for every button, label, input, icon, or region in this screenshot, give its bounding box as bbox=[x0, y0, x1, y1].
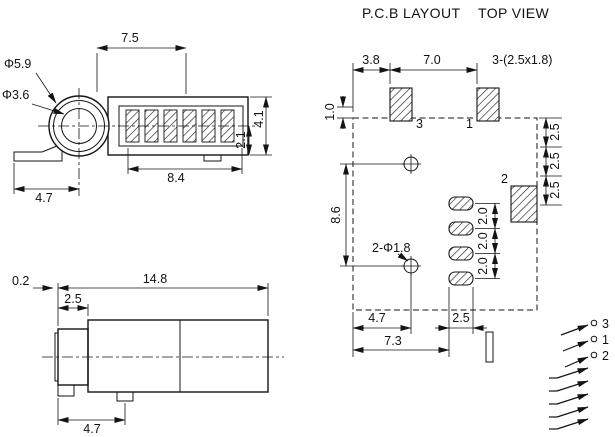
dim-hole-pitch: 8.6 bbox=[329, 206, 343, 223]
bottom-tab bbox=[203, 154, 222, 162]
dim-width-top: 7.5 bbox=[121, 31, 138, 45]
dim-dia-inner: Φ3.6 bbox=[2, 88, 29, 102]
dim-right-c: 2.5 bbox=[548, 181, 562, 198]
schematic-pin-3: 3 bbox=[602, 317, 609, 331]
pcb-dimension-lines bbox=[337, 63, 562, 357]
note-pad-size: 3-(2.5x1.8) bbox=[492, 53, 552, 67]
terminal-dot-3 bbox=[590, 319, 598, 327]
dim-height-body: 4.1 bbox=[252, 110, 266, 127]
dim-bottom-a: 4.7 bbox=[368, 311, 385, 325]
title-top-view: TOP VIEW bbox=[478, 5, 550, 21]
pad-label-2: 2 bbox=[501, 172, 508, 186]
dim-bottom-c: 7.3 bbox=[384, 334, 401, 348]
title: P.C.B LAYOUT TOP VIEW bbox=[362, 5, 550, 21]
side-view: 0.2 14.8 2.5 4.7 bbox=[12, 272, 284, 436]
jack-schematic: 3 1 2 bbox=[485, 317, 609, 430]
mounting-foot bbox=[13, 143, 63, 162]
side-foot bbox=[57, 384, 75, 397]
solder-pad-3 bbox=[389, 87, 413, 122]
dim-width-body: 8.4 bbox=[167, 171, 184, 185]
schematic-pin-1: 1 bbox=[602, 333, 609, 347]
pcb-layout-view: 3.8 7.0 3-(2.5x1.8) 1.0 8.6 2.5 2.5 2.5 … bbox=[323, 53, 562, 357]
dim-width-foot: 4.7 bbox=[35, 191, 52, 205]
front-view: 7.5 Φ5.9 Φ3.6 4.1 2.1 8.4 4.7 bbox=[2, 31, 272, 205]
side-bottom-tab bbox=[116, 391, 134, 402]
body-hatched-segments bbox=[125, 109, 235, 143]
side-body-outline bbox=[87, 319, 269, 393]
front-centerlines bbox=[38, 88, 258, 196]
dim-right-a: 2.5 bbox=[548, 123, 562, 140]
title-pcb-layout: P.C.B LAYOUT bbox=[362, 5, 460, 21]
pad-label-3: 3 bbox=[416, 117, 423, 131]
solder-pad-1 bbox=[476, 87, 500, 122]
dim-pitch-a: 2.0 bbox=[476, 207, 490, 224]
dim-lip: 0.2 bbox=[12, 274, 29, 288]
pad-label-1: 1 bbox=[466, 117, 473, 131]
front-dimension-lines bbox=[13, 45, 272, 194]
spring-contacts bbox=[549, 367, 589, 430]
dim-dia-outer: Φ5.9 bbox=[4, 57, 31, 71]
dim-bezel: 2.5 bbox=[64, 292, 81, 306]
dim-total-length: 14.8 bbox=[143, 272, 167, 286]
dim-height-inner: 2.1 bbox=[234, 131, 248, 148]
dim-pad-offset: 3.8 bbox=[362, 53, 379, 67]
switch-contact-pads bbox=[448, 196, 474, 286]
plug-barrel-symbol bbox=[485, 331, 494, 363]
terminal-dot-1 bbox=[590, 335, 598, 343]
solder-pad-2 bbox=[510, 185, 538, 223]
dim-pitch-c: 2.0 bbox=[476, 257, 490, 274]
dim-pitch-b: 2.0 bbox=[476, 232, 490, 249]
mounting-hole-bottom bbox=[401, 256, 421, 276]
dim-bottom-b: 2.5 bbox=[452, 311, 469, 325]
schematic-pin-2: 2 bbox=[602, 349, 609, 363]
dim-right-b: 2.5 bbox=[548, 152, 562, 169]
dim-foot-offset: 4.7 bbox=[83, 422, 100, 436]
side-dimension-lines bbox=[33, 283, 269, 425]
component-outline-dashed bbox=[352, 117, 538, 311]
dim-edge-offset: 1.0 bbox=[323, 103, 337, 120]
note-hole-size: 2-Φ1.8 bbox=[372, 241, 411, 255]
dim-pad-pitch: 7.0 bbox=[423, 53, 440, 67]
terminal-dot-2 bbox=[590, 351, 598, 359]
terminal-levers bbox=[560, 324, 589, 368]
